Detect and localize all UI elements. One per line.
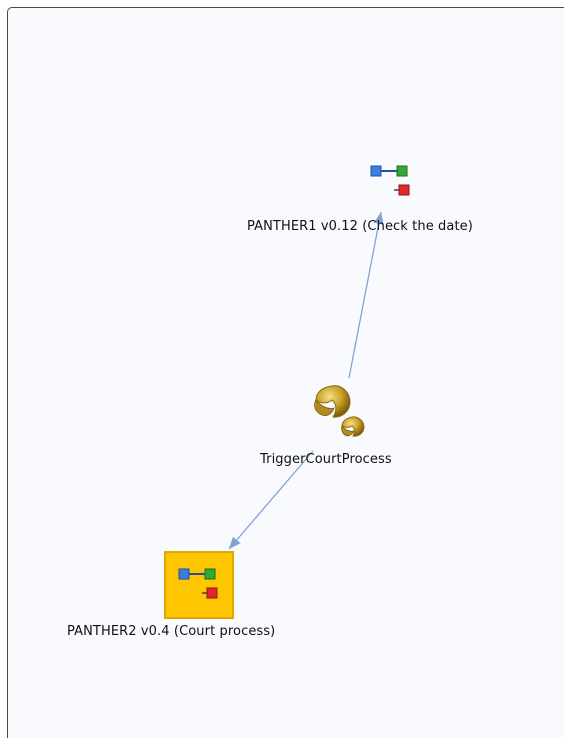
node-panther1[interactable] <box>368 163 414 201</box>
edge-trigger-to-panther1[interactable] <box>348 211 384 379</box>
process-model-icon <box>176 566 222 604</box>
node-label-panther1: PANTHER1 v0.12 (Check the date) <box>247 219 473 234</box>
edge-trigger-to-panther2[interactable] <box>228 450 314 550</box>
selection-highlight <box>164 551 234 619</box>
node-trigger[interactable] <box>310 380 370 442</box>
node-label-trigger: TriggerCourtProcess <box>260 452 392 467</box>
diagram-canvas <box>7 7 564 738</box>
trigger-gears-icon <box>310 380 370 442</box>
node-label-panther2: PANTHER2 v0.4 (Court process) <box>67 624 276 639</box>
process-model-icon <box>368 163 414 201</box>
node-panther2[interactable] <box>164 551 234 619</box>
